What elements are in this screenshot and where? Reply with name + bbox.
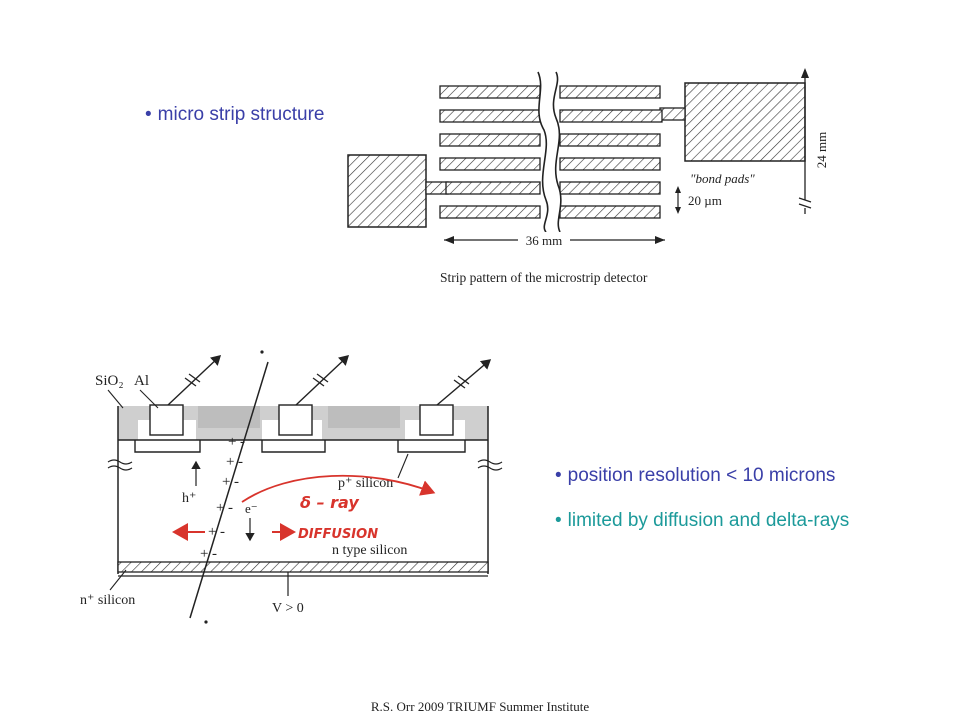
svg-text:+: + (228, 434, 236, 450)
readout-arrow-2 (295, 355, 350, 406)
right-bond-pad (684, 82, 806, 162)
bullet-text: position resolution < 10 microns (567, 465, 836, 486)
right-connector (659, 107, 686, 121)
bullet-text: limited by diffusion and delta-rays (567, 510, 850, 531)
diffusion-label: DIFFUSION (298, 527, 378, 542)
svg-text:+: + (222, 474, 230, 490)
al-strip-1 (149, 404, 184, 436)
delta-ray-arrow (241, 474, 436, 503)
svg-text:-: - (228, 500, 233, 516)
svg-text:-: - (212, 546, 217, 562)
p-silicon-label: p⁺ silicon (338, 476, 393, 491)
dim-36mm-label: 36 mm (526, 233, 562, 248)
bond-pads-label: "bond pads" (690, 171, 755, 186)
bias-label: V > 0 (272, 601, 304, 616)
bullet-dot: • (555, 510, 562, 531)
footer: R.S. Orr 2009 TRIUMF Summer Institute (370, 699, 590, 714)
cross-section-figure: +- +- +- +- +- +- h⁺ e⁻ SiO₂ Al p⁺ silic… (80, 350, 503, 624)
dim-24mm-label: 24 mm (814, 132, 829, 168)
hole-label: h⁺ (182, 491, 196, 506)
bullet-position-resolution: •position resolution < 10 microns (555, 465, 835, 487)
strips-left (439, 85, 541, 219)
n-plus-label: n⁺ silicon (80, 593, 135, 608)
charge-markers: +- +- +- +- +- +- (200, 434, 245, 562)
svg-text:-: - (234, 474, 239, 490)
strip-pattern-figure: 36 mm 20 µm "bond pads" 24 mm Strip patt… (347, 68, 829, 285)
bullet-diffusion-delta: •limited by diffusion and delta-rays (555, 510, 849, 532)
al-strip-2 (278, 404, 313, 436)
left-bond-pad (347, 154, 427, 228)
svg-text:+: + (226, 454, 234, 470)
bullet-text: micro strip structure (157, 104, 325, 125)
bullet-dot: • (555, 465, 562, 486)
sio2-label: SiO₂ (95, 373, 124, 389)
svg-text:+: + (208, 524, 216, 540)
svg-text:-: - (238, 454, 243, 470)
svg-text:+: + (216, 500, 224, 516)
strips-right (559, 85, 663, 219)
n-type-label: n type silicon (332, 543, 407, 558)
delta-ray-label: δ – ray (300, 493, 359, 512)
bullet-dot: • (145, 104, 152, 125)
bullet-micro-strip: •micro strip structure (145, 104, 324, 126)
electron-label: e⁻ (245, 501, 258, 516)
al-strip-3 (419, 404, 454, 436)
particle-track (189, 361, 269, 619)
readout-arrow-3 (436, 359, 492, 406)
readout-arrow-1 (167, 355, 222, 406)
left-connector (425, 181, 449, 195)
pitch-label: 20 µm (688, 193, 722, 208)
strip-caption: Strip pattern of the microstrip detector (440, 270, 648, 285)
n-plus-layer (117, 561, 489, 573)
svg-text:+: + (200, 546, 208, 562)
svg-text:-: - (240, 434, 245, 450)
al-label: Al (134, 373, 149, 389)
svg-text:-: - (220, 524, 225, 540)
